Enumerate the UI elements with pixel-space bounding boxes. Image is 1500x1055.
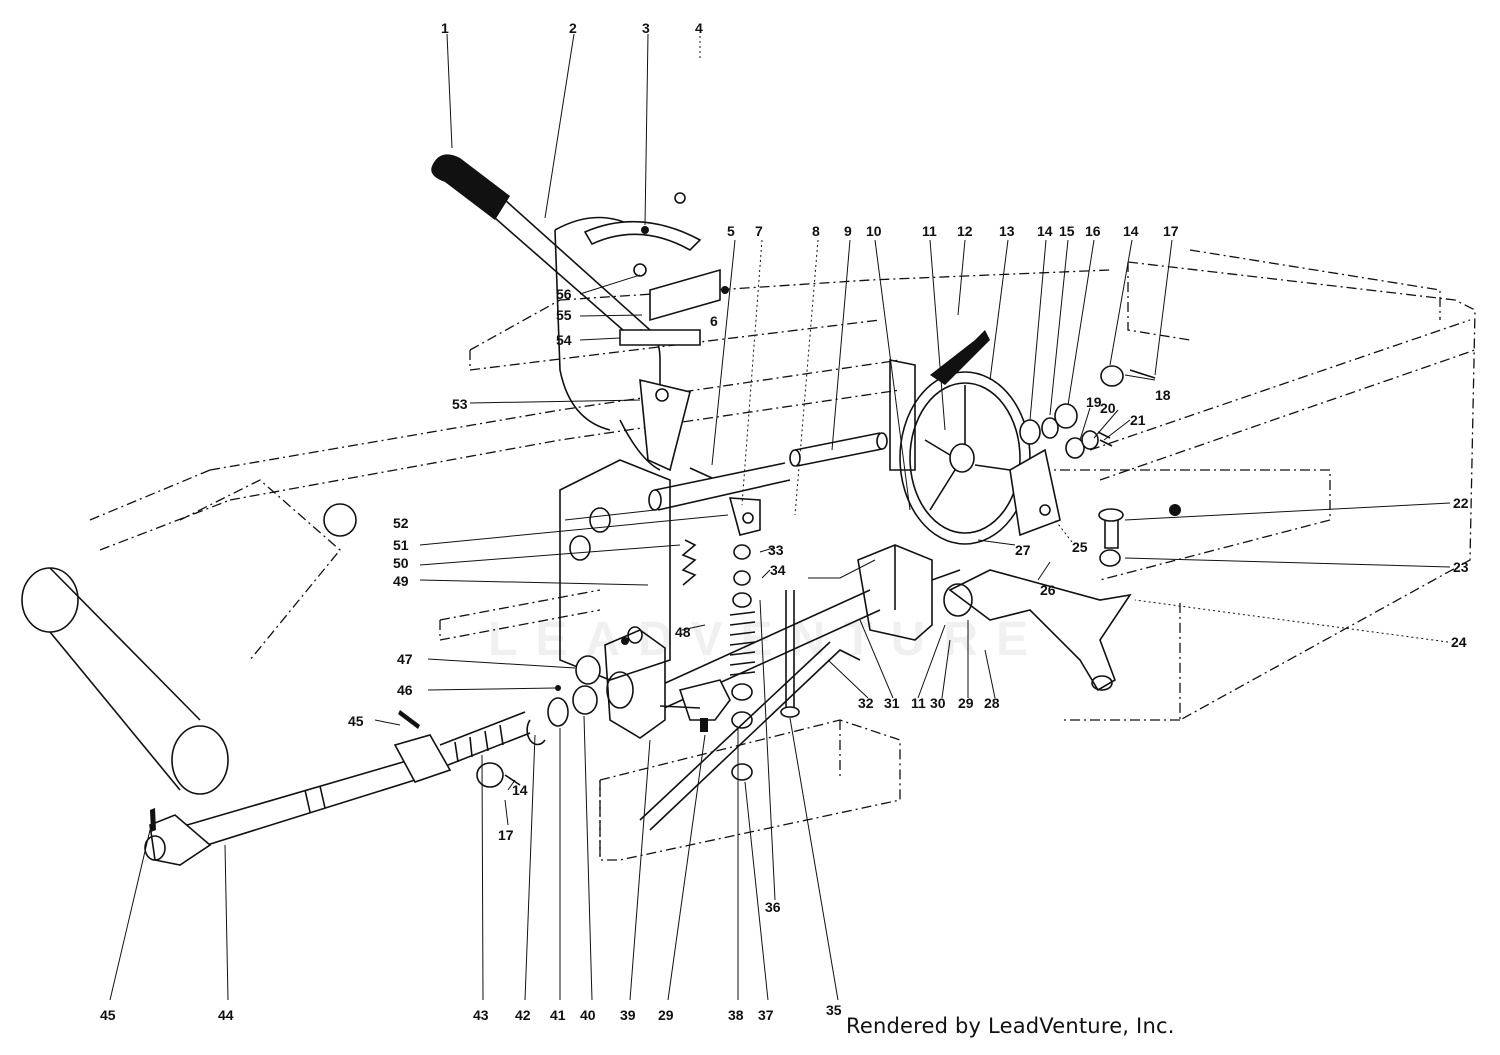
callout-51: 51 [393, 537, 409, 553]
callout-22: 22 [1453, 495, 1469, 511]
callout-37: 37 [758, 1007, 774, 1023]
quadrant-plate [554, 216, 702, 471]
hardware-stack [1019, 365, 1156, 459]
mount-brackets [619, 192, 729, 346]
callout-54: 54 [556, 332, 572, 348]
callout-8: 8 [812, 223, 820, 239]
callout-17b: 17 [498, 827, 514, 843]
callout-45b: 45 [348, 713, 364, 729]
clevis [728, 497, 761, 536]
adjusting-rod [780, 590, 800, 718]
keyed-hub [659, 679, 731, 732]
callout-41: 41 [550, 1007, 566, 1023]
idler-bracket [1009, 448, 1061, 537]
callout-56: 56 [556, 286, 572, 302]
callout-29b: 29 [658, 1007, 674, 1023]
callout-48: 48 [675, 624, 691, 640]
drive-pulley [889, 330, 1031, 545]
watermark: LEADVENTURE [488, 613, 1047, 666]
callout-23: 23 [1453, 559, 1469, 575]
front-axle-tube [21, 479, 357, 795]
callout-1: 1 [441, 20, 449, 36]
callout-18: 18 [1155, 387, 1171, 403]
callout-11b: 11 [911, 695, 926, 711]
callout-17a: 17 [1163, 223, 1179, 239]
callout-13: 13 [999, 223, 1015, 239]
callout-11: 11 [922, 223, 937, 239]
callout-30: 30 [930, 695, 946, 711]
coupler-parts [476, 655, 601, 788]
callout-50: 50 [393, 555, 409, 571]
callout-33: 33 [768, 542, 784, 558]
callout-25: 25 [1072, 539, 1088, 555]
callout-labels: 1 2 3 4 5 7 8 9 10 11 12 13 14 15 16 14 … [100, 20, 1469, 1023]
callout-28: 28 [984, 695, 1000, 711]
callout-32: 32 [858, 695, 874, 711]
callout-43: 43 [473, 1007, 489, 1023]
callout-26: 26 [1040, 582, 1056, 598]
pivot-mount-plate [559, 459, 671, 681]
callout-24: 24 [1451, 634, 1467, 650]
spring-stack [681, 539, 756, 781]
callout-31: 31 [884, 695, 900, 711]
pull-rod [639, 641, 861, 831]
callout-40: 40 [580, 1007, 596, 1023]
callout-53: 53 [452, 396, 468, 412]
callout-14b: 14 [1123, 223, 1139, 239]
callout-2: 2 [569, 20, 577, 36]
callout-9: 9 [844, 223, 852, 239]
callout-6: 6 [710, 313, 718, 329]
callout-14c: 14 [512, 782, 528, 798]
callout-34: 34 [770, 562, 786, 578]
callout-3: 3 [642, 20, 650, 36]
footer-credit: Rendered by LeadVenture, Inc. [846, 1014, 1175, 1038]
tractor-frame [89, 249, 1476, 861]
callout-4: 4 [695, 20, 703, 36]
callout-29a: 29 [958, 695, 974, 711]
callout-7: 7 [755, 223, 763, 239]
callout-20: 20 [1100, 400, 1116, 416]
drive-shaft [144, 710, 531, 866]
callout-55: 55 [556, 307, 572, 323]
callout-16: 16 [1085, 223, 1101, 239]
callout-14a: 14 [1037, 223, 1053, 239]
callout-39: 39 [620, 1007, 636, 1023]
callout-35: 35 [826, 1002, 842, 1018]
callout-47: 47 [397, 651, 413, 667]
callout-5: 5 [727, 223, 735, 239]
callout-49: 49 [393, 573, 409, 589]
callout-15: 15 [1059, 223, 1075, 239]
leader-lines [109, 33, 1451, 1001]
callout-19: 19 [1086, 394, 1102, 410]
callout-42: 42 [515, 1007, 531, 1023]
callout-12: 12 [957, 223, 973, 239]
callout-38: 38 [728, 1007, 744, 1023]
callout-45a: 45 [100, 1007, 116, 1023]
callout-27: 27 [1015, 542, 1031, 558]
callout-44: 44 [218, 1007, 234, 1023]
callout-52: 52 [393, 515, 409, 531]
link-arm [639, 378, 691, 472]
shift-yoke [943, 504, 1181, 692]
callout-21: 21 [1130, 412, 1146, 428]
callout-46: 46 [397, 682, 413, 698]
cross-shafts [648, 432, 888, 511]
callout-10: 10 [866, 223, 882, 239]
callout-36: 36 [765, 899, 781, 915]
